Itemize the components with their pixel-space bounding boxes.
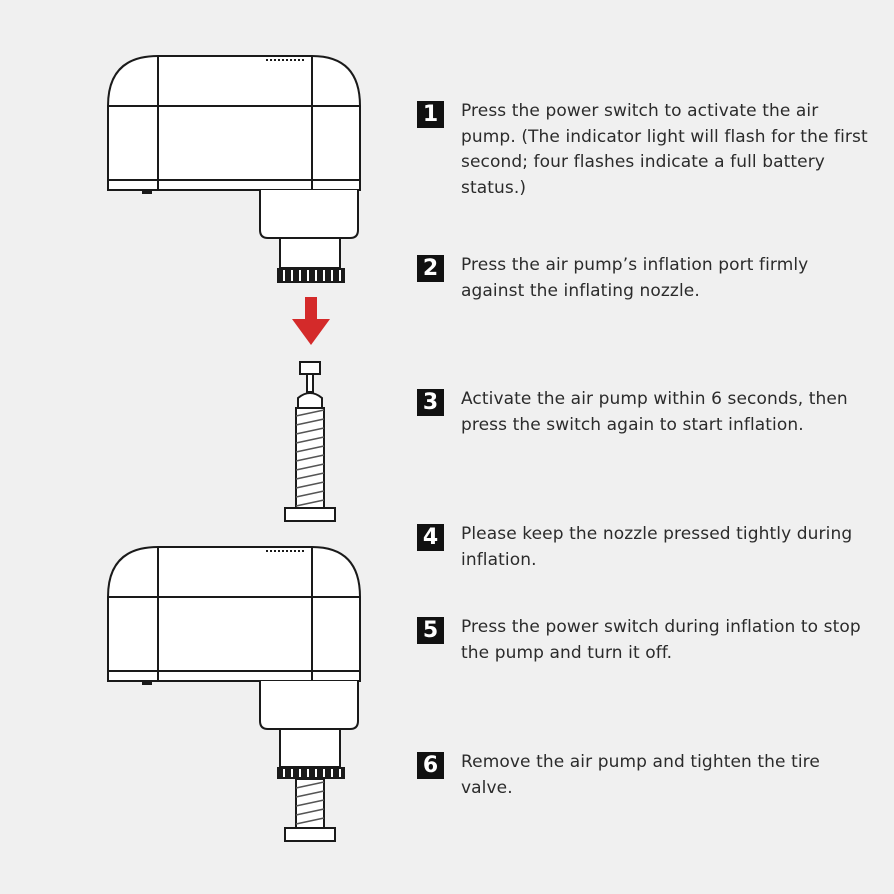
step-number-badge: 1: [417, 101, 444, 128]
tire-valve-icon: [284, 361, 336, 522]
step-number-badge: 4: [417, 524, 444, 551]
step-number-badge: 2: [417, 255, 444, 282]
step-number-badge: 5: [417, 617, 444, 644]
step-description: Press the power switch to activate the a…: [461, 101, 868, 198]
air-pump-icon: [107, 546, 361, 779]
step-2: 2 Press the air pump’s inflation port fi…: [417, 253, 877, 304]
tire-valve-icon: [284, 778, 336, 842]
step-4: 4 Please keep the nozzle pressed tightly…: [417, 522, 877, 573]
step-description: Activate the air pump within 6 seconds, …: [461, 389, 848, 435]
step-number-badge: 6: [417, 752, 444, 779]
down-arrow-icon: [292, 297, 330, 345]
step-5: 5 Press the power switch during inflatio…: [417, 615, 877, 666]
step-3: 3 Activate the air pump within 6 seconds…: [417, 387, 877, 438]
step-1: 1 Press the power switch to activate the…: [417, 99, 877, 201]
step-description: Please keep the nozzle pressed tightly d…: [461, 524, 853, 570]
step-6: 6 Remove the air pump and tighten the ti…: [417, 750, 877, 801]
step-description: Remove the air pump and tighten the tire…: [461, 752, 820, 798]
step-number-badge: 3: [417, 389, 444, 416]
step-description: Press the power switch during inflation …: [461, 617, 861, 663]
air-pump-icon: [107, 55, 361, 283]
step-description: Press the air pump’s inflation port firm…: [461, 255, 809, 301]
